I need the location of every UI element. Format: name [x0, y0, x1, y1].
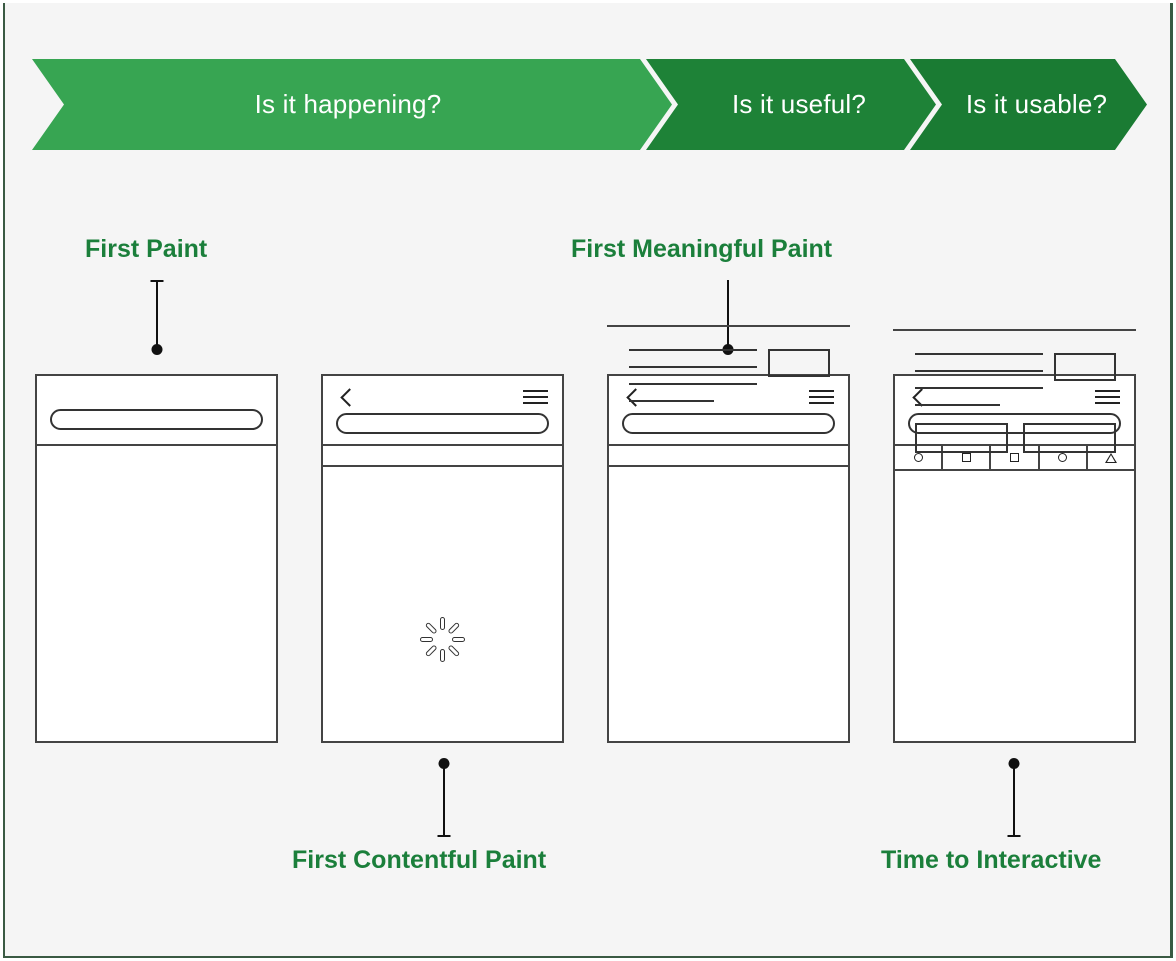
- toolbar-cell-2[interactable]: [943, 446, 992, 469]
- spinner-segment: [447, 643, 461, 657]
- leader-stem: [442, 761, 445, 837]
- leader-line-first-contentful-paint: [437, 758, 450, 837]
- text-line-placeholder: [629, 349, 757, 351]
- circle-icon: [1058, 453, 1068, 462]
- url-bar[interactable]: [908, 413, 1121, 434]
- action-button-row: [915, 423, 1116, 453]
- square-icon: [1010, 453, 1019, 462]
- loading-spinner-icon: [419, 615, 467, 663]
- square-icon: [961, 453, 971, 462]
- secondary-bar: [609, 446, 848, 467]
- url-bar[interactable]: [336, 413, 549, 434]
- leader-stem: [726, 280, 729, 352]
- spinner-segment: [440, 648, 445, 662]
- triangle-icon: [1104, 452, 1117, 463]
- banner-segment-is-it-usable[interactable]: Is it usable?: [910, 59, 1147, 150]
- toolbar-cell-3[interactable]: [991, 446, 1040, 469]
- metric-label-time-to-interactive: Time to Interactive: [881, 846, 1102, 874]
- spinner-segment: [447, 621, 461, 635]
- icon-toolbar: [895, 446, 1134, 471]
- browser-header: [895, 376, 1134, 446]
- text-line-placeholder: [915, 353, 1043, 355]
- text-line-placeholder: [629, 400, 714, 402]
- content-section: [607, 325, 850, 469]
- leader-dot: [151, 344, 162, 355]
- spinner-segment: [424, 621, 438, 635]
- banner-segment-label: Is it usable?: [965, 89, 1108, 119]
- hamburger-menu-icon[interactable]: [809, 390, 834, 405]
- content-block: [629, 349, 830, 417]
- action-button-right[interactable]: [1023, 423, 1116, 453]
- diagram-canvas: Is it happening? Is it useful? Is it usa…: [3, 3, 1173, 958]
- leader-cap: [437, 835, 450, 837]
- text-line-placeholder: [915, 370, 1043, 372]
- leader-stem: [1012, 761, 1015, 837]
- spinner-segment: [424, 643, 438, 657]
- content-section: [893, 329, 1136, 473]
- phone-mockup-time-to-interactive: [893, 329, 1136, 743]
- browser-header: [609, 376, 848, 446]
- leader-stem: [155, 280, 158, 352]
- toolbar-cell-4[interactable]: [1040, 446, 1088, 469]
- phone-mockup-first-meaningful-paint: [607, 325, 850, 743]
- banner-segment-label: Is it useful?: [731, 89, 867, 119]
- text-line-placeholder: [915, 404, 1000, 406]
- back-chevron-icon[interactable]: [339, 388, 353, 406]
- banner-segment-is-it-useful[interactable]: Is it useful?: [646, 59, 936, 150]
- content-block: [915, 353, 1116, 421]
- browser-header: [37, 376, 276, 446]
- spinner-segment: [452, 636, 465, 642]
- media-placeholder-box: [768, 349, 830, 377]
- banner-segment-is-it-happening[interactable]: Is it happening?: [32, 59, 672, 150]
- spinner-segment: [440, 616, 445, 630]
- text-line-placeholder: [629, 383, 757, 385]
- secondary-bar: [323, 446, 562, 467]
- phone-mockup-first-contentful-paint: [321, 374, 564, 743]
- toolbar-cell-5[interactable]: [1088, 446, 1134, 469]
- banner-segment-label: Is it happening?: [254, 89, 442, 119]
- metric-label-first-contentful-paint: First Contentful Paint: [292, 846, 547, 874]
- text-line-placeholder: [629, 366, 757, 368]
- url-bar[interactable]: [50, 409, 263, 430]
- media-placeholder-box: [1054, 353, 1116, 381]
- url-bar[interactable]: [622, 413, 835, 434]
- circle-icon: [913, 453, 923, 462]
- metric-label-first-paint: First Paint: [85, 235, 208, 263]
- leader-cap: [1007, 835, 1020, 837]
- spinner-segment: [420, 636, 433, 642]
- text-line-placeholder: [915, 387, 1043, 389]
- browser-header: [323, 376, 562, 446]
- hamburger-menu-icon[interactable]: [1095, 390, 1120, 405]
- stage-banner: Is it happening? Is it useful? Is it usa…: [32, 59, 1147, 150]
- metric-label-first-meaningful-paint: First Meaningful Paint: [571, 235, 833, 263]
- toolbar-cell-1[interactable]: [895, 446, 944, 469]
- leader-line-first-paint: [150, 280, 163, 355]
- action-button-left[interactable]: [915, 423, 1008, 453]
- leader-line-time-to-interactive: [1007, 758, 1020, 837]
- hamburger-menu-icon[interactable]: [523, 390, 548, 405]
- phone-mockup-first-paint: [35, 374, 278, 743]
